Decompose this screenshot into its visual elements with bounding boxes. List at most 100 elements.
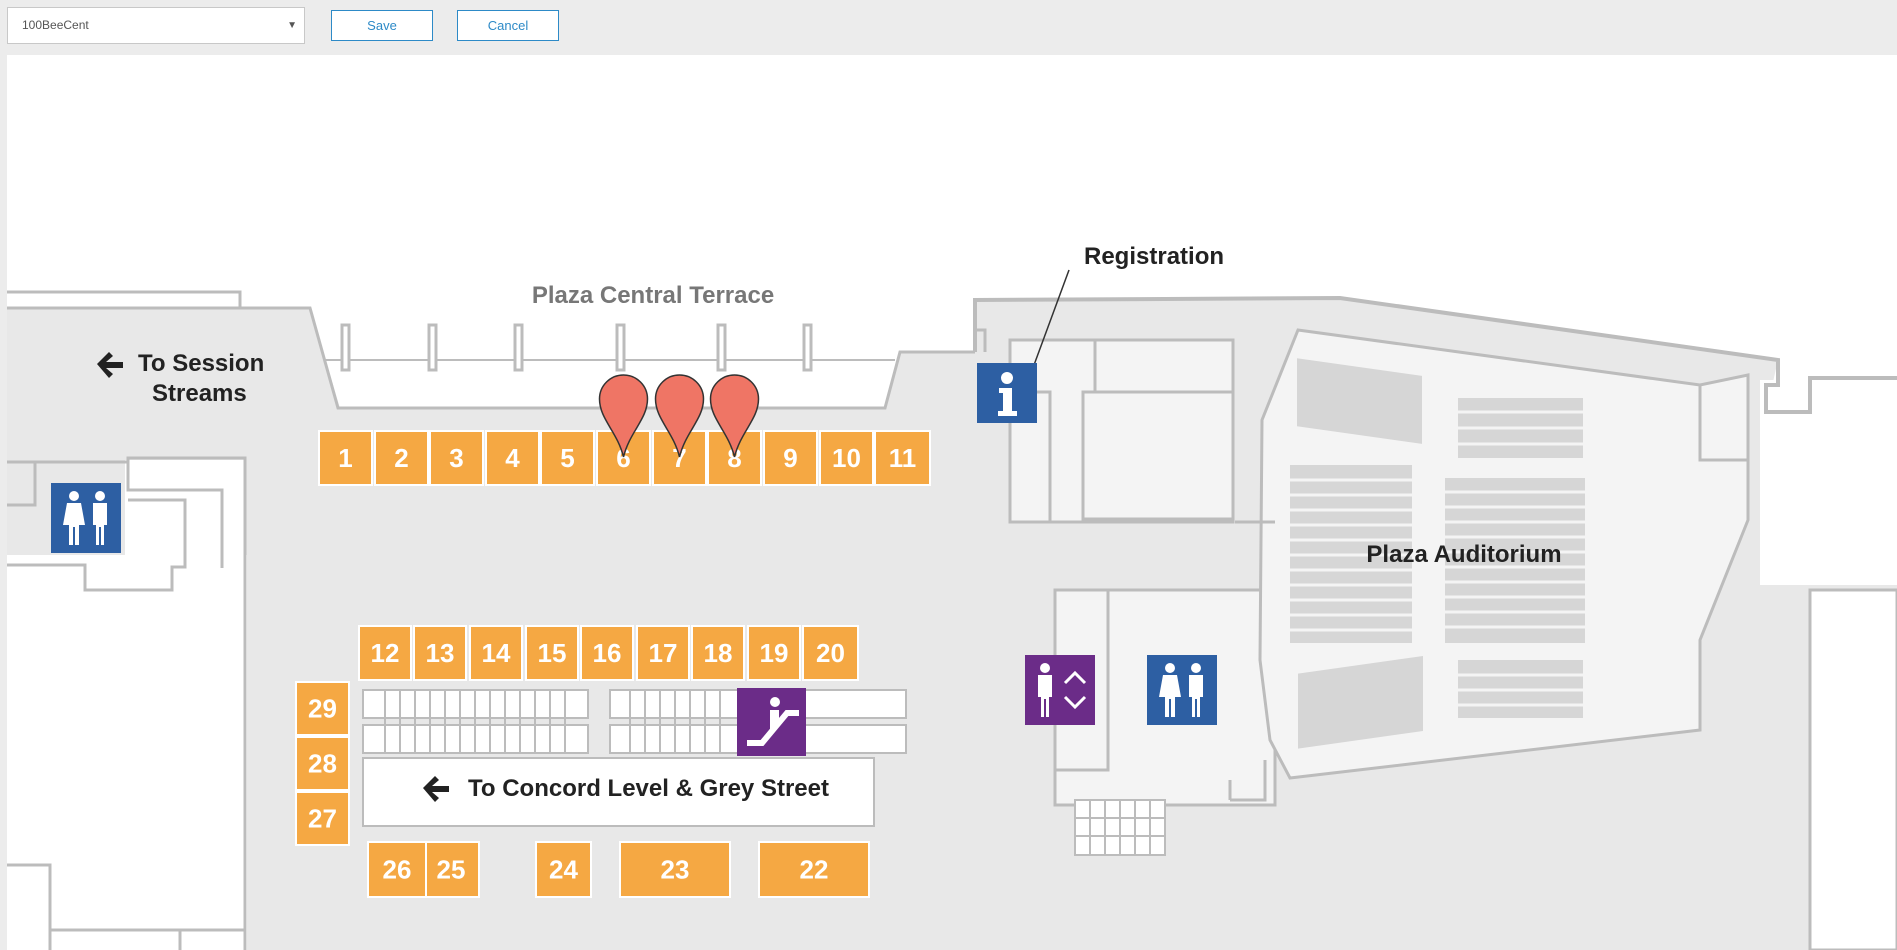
booth-25[interactable]: 25 bbox=[422, 841, 480, 898]
terrace-posts bbox=[340, 323, 813, 372]
seat-grid-lines bbox=[1290, 410, 1585, 707]
auditorium-label: Plaza Auditorium bbox=[1366, 541, 1561, 568]
booth-box bbox=[318, 430, 373, 486]
booth-3[interactable]: 3 bbox=[429, 430, 484, 486]
map-pin-icon[interactable] bbox=[709, 374, 760, 458]
registration-label: Registration bbox=[1084, 243, 1224, 270]
floor-map[interactable]: Plaza Central Terrace Registration To Se… bbox=[7, 55, 1897, 950]
booth-label: 26 bbox=[383, 855, 412, 885]
booth-label: 27 bbox=[308, 804, 337, 834]
booth-label: 29 bbox=[308, 694, 337, 724]
booth-box bbox=[580, 625, 634, 681]
booth-box bbox=[525, 625, 579, 681]
booth-17[interactable]: 17 bbox=[636, 625, 690, 681]
booth-box bbox=[413, 625, 467, 681]
booth-22[interactable]: 22 bbox=[758, 841, 870, 898]
booth-16[interactable]: 16 bbox=[580, 625, 634, 681]
booth-label: 23 bbox=[661, 855, 690, 885]
booth-box bbox=[429, 430, 484, 486]
booth-box bbox=[747, 625, 801, 681]
save-button[interactable]: Save bbox=[331, 10, 433, 41]
booth-label: 28 bbox=[308, 749, 337, 779]
map-pin-icon[interactable] bbox=[598, 374, 649, 458]
cancel-button[interactable]: Cancel bbox=[457, 10, 559, 41]
service-rooms bbox=[1008, 338, 1277, 807]
booth-box bbox=[874, 430, 931, 486]
escalator-icon bbox=[737, 688, 806, 756]
toolbar: 100BeeCent ▼ Save Cancel bbox=[0, 0, 1897, 55]
terrace-label: Plaza Central Terrace bbox=[532, 282, 774, 309]
booth-18[interactable]: 18 bbox=[691, 625, 745, 681]
booth-box bbox=[540, 430, 595, 486]
booth-14[interactable]: 14 bbox=[469, 625, 523, 681]
booth-label: 6 bbox=[616, 443, 630, 473]
booth-box bbox=[802, 625, 859, 681]
booth-label: 15 bbox=[538, 638, 567, 668]
chevron-down-icon: ▼ bbox=[287, 20, 297, 31]
booth-2[interactable]: 2 bbox=[374, 430, 429, 486]
registration-leader-line bbox=[1033, 269, 1070, 366]
booth-4[interactable]: 4 bbox=[485, 430, 540, 486]
booth-19[interactable]: 19 bbox=[747, 625, 801, 681]
booth-label: 10 bbox=[832, 443, 861, 473]
booth-label: 4 bbox=[505, 443, 520, 473]
arrow-left-icon bbox=[423, 776, 449, 802]
booth-label: 17 bbox=[649, 638, 678, 668]
wall-left-rooms bbox=[7, 456, 247, 950]
booth-label: 16 bbox=[593, 638, 622, 668]
booth-box bbox=[374, 430, 429, 486]
booth-9[interactable]: 9 bbox=[763, 430, 818, 486]
booth-label: 20 bbox=[816, 638, 845, 668]
booth-label: 24 bbox=[549, 855, 578, 885]
booth-20[interactable]: 20 bbox=[802, 625, 859, 681]
booth-1[interactable]: 1 bbox=[318, 430, 373, 486]
restroom-icon bbox=[1147, 655, 1217, 725]
booth-label: 5 bbox=[560, 443, 574, 473]
booth-label: 18 bbox=[704, 638, 733, 668]
booth-label: 7 bbox=[672, 443, 686, 473]
restroom-icon bbox=[51, 483, 121, 553]
booth-28[interactable]: 28 bbox=[295, 736, 350, 791]
map-pin-icon[interactable] bbox=[654, 374, 705, 458]
map-select[interactable]: 100BeeCent ▼ bbox=[7, 7, 305, 44]
booth-label: 9 bbox=[783, 443, 797, 473]
booth-label: 14 bbox=[482, 638, 511, 668]
booth-label: 19 bbox=[760, 638, 789, 668]
booth-box bbox=[485, 430, 540, 486]
booth-10[interactable]: 10 bbox=[819, 430, 874, 486]
booth-12[interactable]: 12 bbox=[358, 625, 412, 681]
booth-box bbox=[295, 681, 350, 736]
booth-label: 11 bbox=[889, 443, 917, 473]
booth-11[interactable]: 11 bbox=[874, 430, 931, 486]
booth-29[interactable]: 29 bbox=[295, 681, 350, 736]
map-pins bbox=[598, 374, 760, 458]
booth-box bbox=[636, 625, 690, 681]
booth-label: 22 bbox=[800, 855, 829, 885]
session-label-line1: To Session bbox=[138, 350, 264, 377]
booth-box bbox=[469, 625, 523, 681]
booth-23[interactable]: 23 bbox=[619, 841, 731, 898]
wall-top-left bbox=[7, 290, 242, 308]
info-icon[interactable] bbox=[977, 363, 1037, 423]
booth-26[interactable]: 26 bbox=[367, 841, 427, 898]
booth-27[interactable]: 27 bbox=[295, 791, 350, 846]
booth-label: 3 bbox=[449, 443, 463, 473]
booth-label: 12 bbox=[371, 638, 400, 668]
booth-label: 1 bbox=[338, 443, 352, 473]
booth-13[interactable]: 13 bbox=[413, 625, 467, 681]
booth-box bbox=[367, 841, 427, 898]
session-label-line2: Streams bbox=[152, 380, 247, 407]
booth-15[interactable]: 15 bbox=[525, 625, 579, 681]
booth-24[interactable]: 24 bbox=[535, 841, 592, 898]
booth-label: 8 bbox=[727, 443, 741, 473]
booth-box bbox=[691, 625, 745, 681]
booth-5[interactable]: 5 bbox=[540, 430, 595, 486]
booth-box bbox=[295, 791, 350, 846]
booth-box bbox=[619, 841, 731, 898]
concord-label: To Concord Level & Grey Street bbox=[468, 775, 829, 802]
booth-box bbox=[758, 841, 870, 898]
booth-label: 2 bbox=[394, 443, 408, 473]
booth-label: 25 bbox=[437, 855, 466, 885]
booth-box bbox=[763, 430, 818, 486]
